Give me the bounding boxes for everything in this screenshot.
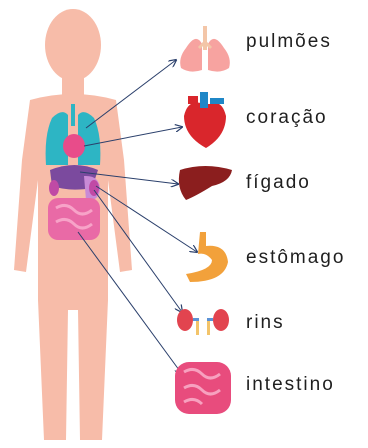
heart-icon	[184, 92, 226, 148]
label-heart: coração	[246, 108, 328, 127]
label-lungs: pulmões	[246, 32, 332, 51]
label-liver: fígado	[246, 173, 311, 192]
label-kidneys: rins	[246, 313, 285, 332]
liver-icon	[179, 166, 232, 200]
body-intestine	[48, 198, 100, 240]
arrow-lungs	[86, 60, 176, 128]
label-intestine: intestino	[246, 375, 335, 394]
stomach-icon	[186, 232, 228, 282]
body-heart	[63, 134, 85, 158]
lungs-icon	[180, 26, 230, 72]
intestine-icon	[175, 362, 231, 414]
label-stomach: estômago	[246, 248, 345, 267]
arrow-stomach	[96, 186, 197, 252]
kidneys-icon	[177, 309, 229, 335]
